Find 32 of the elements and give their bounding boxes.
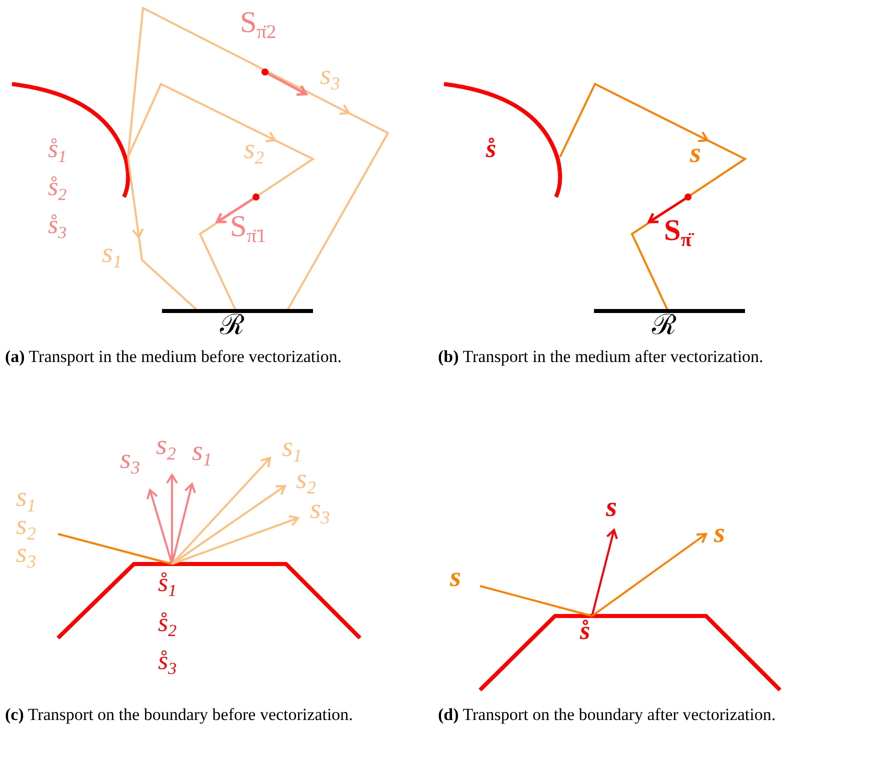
symbol-label: s	[690, 140, 701, 168]
symbol-label: s̊$_{1}$	[48, 136, 67, 166]
symbol-label: ℛ	[652, 312, 676, 340]
symbol-label: s̊$_{3}$	[158, 648, 177, 678]
symbol-label: s	[714, 520, 725, 548]
symbol-label: S$_{π̈1}$	[230, 212, 266, 246]
figure-caption: (b) Transport in the medium after vectorization.	[438, 346, 764, 368]
figure-caption: (d) Transport on the boundary after vectorization.	[438, 704, 777, 726]
symbol-label: s̊$_{2}$	[48, 174, 67, 204]
symbol-label: s̊$_{2}$	[158, 610, 177, 640]
symbol-label: s$_{3}$	[120, 446, 140, 477]
symbol-label: s$_{1}$	[102, 240, 122, 271]
symbol-label: s$_{2}$	[244, 136, 264, 167]
symbol-label: s$_{2}$	[296, 466, 316, 497]
symbol-label: s$_{3}$	[16, 540, 36, 571]
symbol-label: s$_{3}$	[320, 62, 340, 93]
figure-caption: (c) Transport on the boundary before vectorization.	[5, 704, 354, 726]
figure-caption: (a) Transport in the medium before vectorization.	[5, 346, 343, 368]
symbol-label: s̊$_{3}$	[48, 212, 67, 242]
symbol-label: s$_{3}$	[310, 496, 330, 527]
symbol-label: s̊	[486, 136, 496, 162]
symbol-label: s	[606, 494, 617, 522]
symbol-label: s$_{2}$	[16, 512, 36, 543]
symbol-label: s$_{1}$	[16, 484, 36, 515]
symbol-label: S$_{π̈2}$	[240, 8, 276, 42]
symbol-label: s̊$_{1}$	[158, 570, 177, 600]
symbol-label: s$_{1}$	[282, 434, 302, 465]
symbol-label: s$_{1}$	[192, 438, 212, 469]
symbol-label: ℛ	[220, 312, 244, 340]
symbol-label: s	[450, 564, 461, 592]
symbol-label: s$_{2}$	[156, 432, 176, 463]
symbol-label: s̊	[580, 618, 590, 644]
